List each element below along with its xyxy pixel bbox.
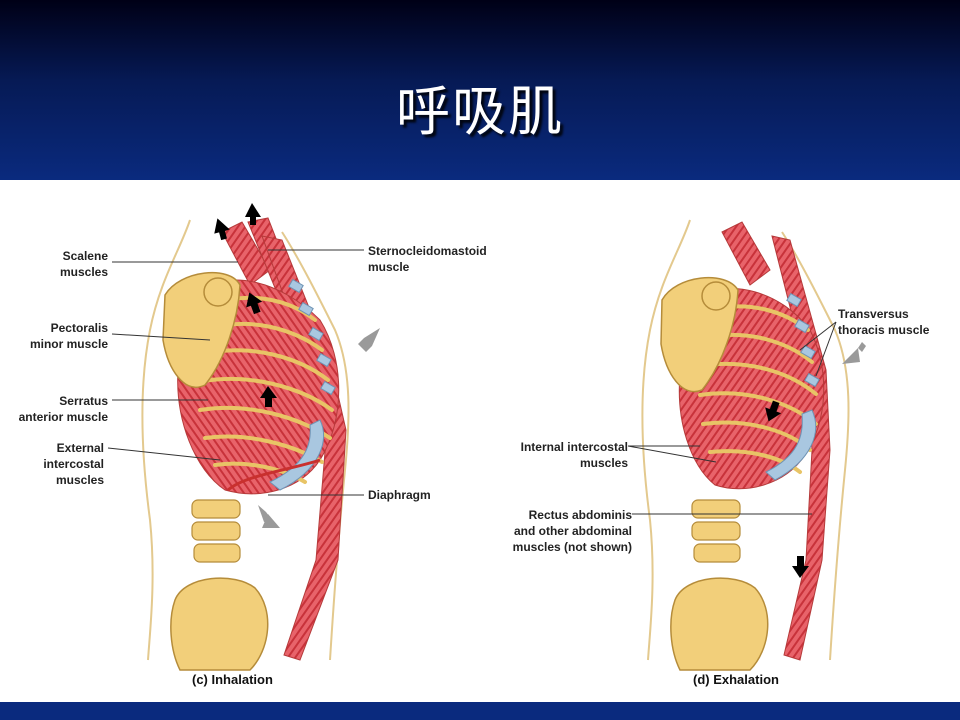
- inhalation-spine: [191, 499, 241, 563]
- exhalation-grey-arrows: [842, 342, 866, 364]
- arrow-down-icon: [792, 556, 809, 578]
- exhalation-pelvis: [670, 577, 769, 671]
- neck-muscles: [721, 221, 771, 286]
- label-scalene-muscles: Scalene muscles: [59, 249, 108, 279]
- label-external-intercostal: External intercostal muscles: [43, 441, 104, 487]
- caption-exhalation: (d) Exhalation: [693, 672, 779, 687]
- exhalation-figure: [627, 219, 866, 671]
- title-bar: [0, 0, 960, 180]
- inhalation-body-outline: [141, 219, 350, 661]
- exhalation-black-arrows: [765, 400, 809, 578]
- exhalation-spine: [691, 499, 741, 563]
- arrow-down-icon: [765, 400, 782, 422]
- arrow-up-icon: [246, 292, 263, 315]
- exhalation-cartilage: [765, 292, 820, 481]
- inhalation-cartilage: [269, 278, 336, 491]
- arrow-up-icon: [214, 218, 230, 241]
- arrow-up-icon: [245, 203, 261, 225]
- inhalation-figure: [107, 203, 380, 671]
- label-transversus-thoracis: Transversus thoracis muscle: [838, 307, 930, 337]
- exhalation-body-outline: [641, 219, 850, 661]
- inhalation-leader-lines: [107, 249, 364, 496]
- label-serratus-anterior: Serratus anterior muscle: [18, 394, 108, 424]
- label-pectoralis-minor: Pectoralis minor muscle: [29, 321, 108, 351]
- inhalation-pelvis: [170, 577, 269, 671]
- diaphragm-line: [227, 458, 321, 492]
- label-internal-intercostal: Internal intercostal muscles: [520, 440, 628, 470]
- slide-title: 呼吸肌: [396, 80, 564, 143]
- footer-bar: [0, 702, 960, 720]
- label-sternocleidomastoid: Sternocleidomastoid muscle: [368, 244, 487, 274]
- inhalation-black-arrows: [214, 203, 277, 407]
- arrow-outward-icon: [358, 328, 380, 352]
- label-diaphragm: Diaphragm: [368, 488, 431, 502]
- arrow-up-icon: [260, 386, 277, 407]
- exhalation-leader-lines: [627, 321, 837, 515]
- caption-inhalation: (c) Inhalation: [192, 672, 273, 687]
- inhalation-grey-arrows: [258, 328, 380, 528]
- arrow-down-icon: [258, 505, 280, 528]
- arrow-inward-icon: [842, 342, 866, 364]
- label-rectus-abdominis: Rectus abdominis and other abdominal mus…: [512, 508, 632, 554]
